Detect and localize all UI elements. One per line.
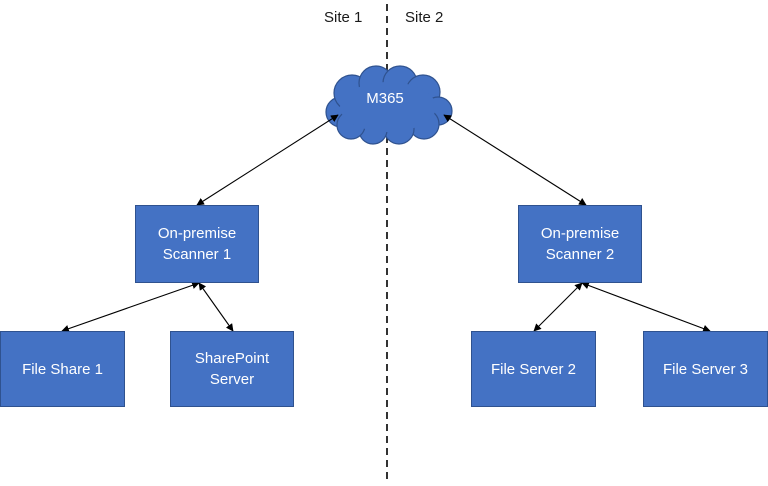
cloud-label: M365: [366, 90, 404, 107]
file-server-3-node: File Server 3: [643, 331, 768, 407]
link-cloud-scanner1: [196, 114, 339, 206]
file-share-1-node: File Share 1: [0, 331, 125, 407]
link-scanner2-fileserver2: [533, 282, 583, 332]
link-scanner2-fileserver3: [581, 281, 711, 333]
link-scanner1-sharepoint: [198, 282, 234, 332]
site-1-label: Site 1: [324, 9, 363, 26]
link-scanner1-fileshare1: [61, 281, 200, 333]
file-server-3-label: File Server 3: [662, 360, 749, 378]
file-server-2-node: File Server 2: [471, 331, 596, 407]
scanner-1-label: On-premise Scanner 1: [157, 225, 237, 263]
site-2-label: Site 2: [405, 9, 444, 26]
scanner-2-label: On-premise Scanner 2: [540, 225, 620, 263]
sharepoint-server-node: SharePoint Server: [170, 331, 294, 407]
sharepoint-server-label: SharePoint Server: [194, 350, 270, 388]
file-share-1-label: File Share 1: [22, 360, 103, 378]
scanner-2-node: On-premise Scanner 2: [518, 205, 642, 283]
scanner-1-node: On-premise Scanner 1: [135, 205, 259, 283]
cloud-shape: [325, 65, 453, 145]
link-cloud-scanner2: [443, 114, 587, 206]
file-server-2-label: File Server 2: [490, 360, 577, 378]
